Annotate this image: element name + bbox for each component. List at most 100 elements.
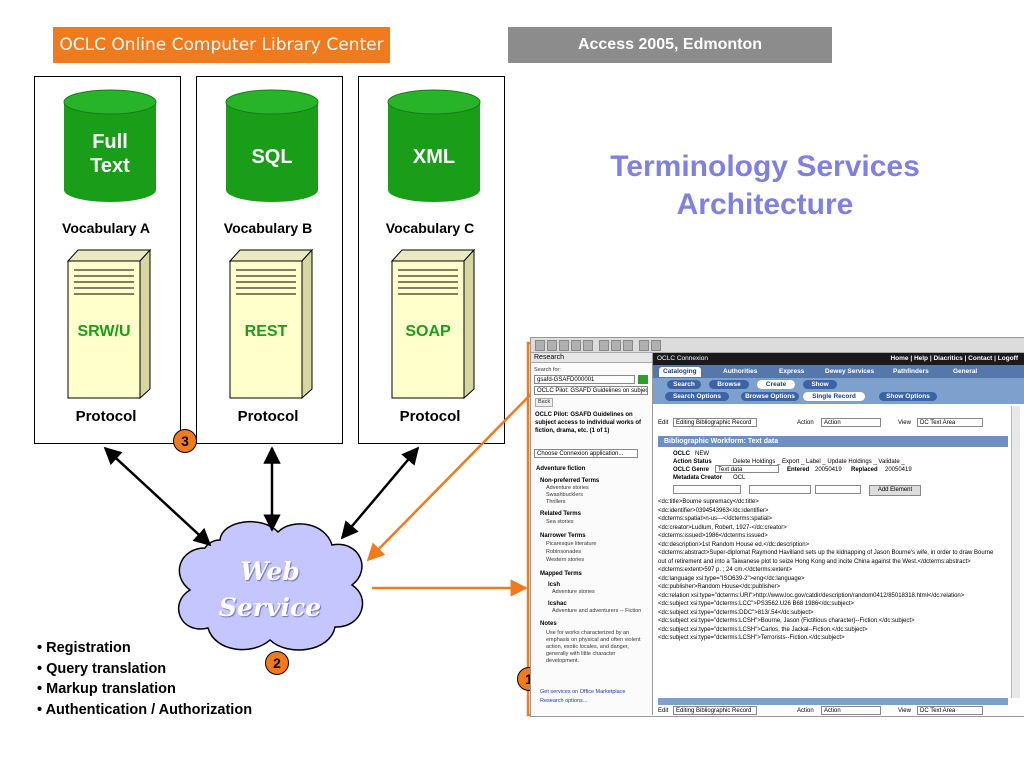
- search-button[interactable]: Search: [667, 380, 701, 389]
- genre-select[interactable]: Text data: [715, 465, 779, 473]
- section-heading[interactable]: Narrower Terms: [540, 533, 586, 539]
- favorites-icon[interactable]: [611, 340, 621, 351]
- callout-3: 3: [173, 429, 197, 453]
- search-input[interactable]: gsafd-GSAFD000001: [534, 375, 635, 384]
- xml-line: <dcterms:issued>1986</dcterms:issued>: [658, 533, 768, 539]
- term-item[interactable]: Robinsonades: [546, 549, 582, 555]
- bottom-bar: [658, 698, 1008, 705]
- term-item[interactable]: Adventure stories: [546, 485, 589, 491]
- term-item[interactable]: Adventure and adventurers -- Fiction: [552, 608, 642, 614]
- xml-line: <dc:subject xsi:type="dcterms:LCSH">Carl…: [658, 626, 868, 633]
- tab-pathfinders[interactable]: Pathfinders: [893, 368, 929, 375]
- action-status-label: Action Status: [673, 459, 712, 465]
- xml-line: <dc:relation xsi:type="dcterms:URI">http…: [658, 592, 965, 599]
- term-item[interactable]: Picaresque literature: [546, 541, 597, 547]
- term-item[interactable]: Western stories: [546, 557, 585, 563]
- back-button[interactable]: Back: [535, 398, 554, 407]
- callout-2: 2: [265, 651, 289, 675]
- stop-icon[interactable]: [559, 340, 569, 351]
- xml-line: <dc:subject xsi:type="dcterms:DDC">813/.…: [658, 609, 814, 616]
- function-item: Authentication / Authorization: [37, 700, 252, 721]
- web-service-functions-list: Registration Query translation Markup tr…: [37, 638, 252, 720]
- search-for-label: Search for:: [534, 367, 561, 373]
- back-icon[interactable]: [535, 340, 545, 351]
- browse-button[interactable]: Browse: [709, 380, 749, 389]
- server-label-soap: SOAP: [405, 323, 451, 340]
- office-marketplace-link[interactable]: Get services on Office Marketplace: [540, 689, 626, 695]
- xml-line: <dc:publisher>Random House</dc:publisher…: [658, 584, 781, 590]
- element-select-2[interactable]: [749, 485, 811, 494]
- server-srwu-icon: [66, 248, 152, 400]
- history-icon[interactable]: [623, 340, 633, 351]
- search-options-select[interactable]: Search Options: [665, 392, 729, 401]
- protocol-label-a: Protocol: [75, 408, 137, 425]
- tab-authorities[interactable]: Authorities: [723, 368, 758, 375]
- term-item[interactable]: Swashbucklers: [546, 492, 583, 498]
- section-heading[interactable]: Notes: [540, 621, 557, 627]
- tab-general[interactable]: General: [953, 368, 978, 375]
- xml-line: <dc:subject xsi:type="dcterms:LCSH">Bour…: [658, 618, 915, 624]
- term-item[interactable]: Thrillers: [546, 499, 566, 505]
- db-label-a: Full Text: [60, 130, 160, 178]
- view-select-bottom[interactable]: DC Text Area: [917, 706, 983, 715]
- xml-line: <dc:subject xsi:type="dcterms:LCSH">Terr…: [658, 635, 845, 641]
- edit-select-bottom[interactable]: Editing Bibliographic Record: [673, 706, 757, 715]
- view-select[interactable]: DC Text Area: [917, 418, 983, 427]
- edit-select[interactable]: Editing Bibliographic Record: [673, 418, 757, 427]
- replaced-value: 20050419: [885, 467, 912, 473]
- show-button[interactable]: Show: [803, 380, 837, 389]
- app-select[interactable]: Choose Connexion application...: [534, 449, 638, 458]
- section-heading[interactable]: Related Terms: [540, 511, 581, 517]
- xml-line: <dcterms:extent>597 p. ; 24 cm.</dcterms…: [658, 567, 793, 573]
- research-options-link[interactable]: Research options...: [540, 698, 588, 704]
- term-item[interactable]: Sea stories: [546, 519, 574, 525]
- tab-express[interactable]: Express: [779, 368, 805, 375]
- search-icon[interactable]: [599, 340, 609, 351]
- section-heading[interactable]: Mapped Terms: [540, 571, 582, 577]
- xml-line: <dc:subject xsi:type="dcterms:LCC">PS356…: [658, 601, 854, 607]
- create-button[interactable]: Create: [757, 380, 795, 389]
- app-top-bar: OCLC Connexion Home | Help | Diacritics …: [653, 353, 1024, 365]
- search-go-icon[interactable]: [638, 375, 648, 384]
- database-sql-icon: [225, 89, 319, 202]
- term-heading: Adventure fiction: [536, 466, 586, 472]
- home-icon[interactable]: [583, 340, 593, 351]
- app-scrollbar[interactable]: [1011, 406, 1020, 698]
- action-select-bottom[interactable]: Action: [821, 706, 881, 715]
- title-line-2: Architecture: [676, 188, 854, 221]
- action-select[interactable]: Action: [821, 418, 881, 427]
- element-select-1[interactable]: [673, 485, 741, 494]
- diagram-title: Terminology Services Architecture: [560, 148, 970, 224]
- vocabulary-c-label: Vocabulary C: [385, 220, 475, 236]
- element-select-3[interactable]: [815, 485, 861, 494]
- add-element-button[interactable]: Add Element: [869, 485, 921, 496]
- xml-line: <dcterms:spatial>n-us---</dcterms:spatia…: [658, 516, 773, 522]
- database-full-text-icon: [63, 89, 157, 202]
- web-service-label: Web Service: [205, 554, 335, 626]
- term-item[interactable]: Adventure stories: [552, 589, 595, 595]
- db-label-c: XML: [412, 146, 456, 168]
- single-record-select[interactable]: Single Record: [803, 392, 865, 401]
- tab-dewey-services[interactable]: Dewey Services: [825, 368, 875, 375]
- action-label-bottom: Action: [797, 708, 814, 714]
- forward-icon[interactable]: [547, 340, 557, 351]
- top-links[interactable]: Home | Help | Diacritics | Contact | Log…: [890, 355, 1018, 362]
- source-select[interactable]: OCLC Pilot: GSAFD Guidelines on subject …: [534, 386, 648, 395]
- print-icon[interactable]: [651, 340, 661, 351]
- server-label-rest: REST: [244, 323, 288, 340]
- xml-line: <dc:language xsi:type="ISO639-2">eng</dc…: [658, 575, 805, 582]
- browse-options-select[interactable]: Browse Options: [741, 392, 799, 401]
- show-options-select[interactable]: Show Options: [879, 392, 937, 401]
- function-item: Registration: [37, 638, 252, 659]
- web-service-cloud: [178, 520, 364, 651]
- database-xml-icon: [387, 89, 481, 202]
- tab-cataloging[interactable]: Cataloging: [659, 367, 701, 377]
- refresh-icon[interactable]: [571, 340, 581, 351]
- connexion-app: OCLC Connexion Home | Help | Diacritics …: [653, 353, 1024, 715]
- mail-icon[interactable]: [639, 340, 649, 351]
- server-rest-icon: [228, 248, 314, 400]
- dc-text-area[interactable]: <dc:title>Bourne supremacy</dc:title> <d…: [658, 498, 1003, 643]
- section-heading[interactable]: Non-preferred Terms: [540, 478, 600, 484]
- db-a-line2: Text: [90, 155, 130, 177]
- oclc-field-value: NEW: [695, 451, 709, 457]
